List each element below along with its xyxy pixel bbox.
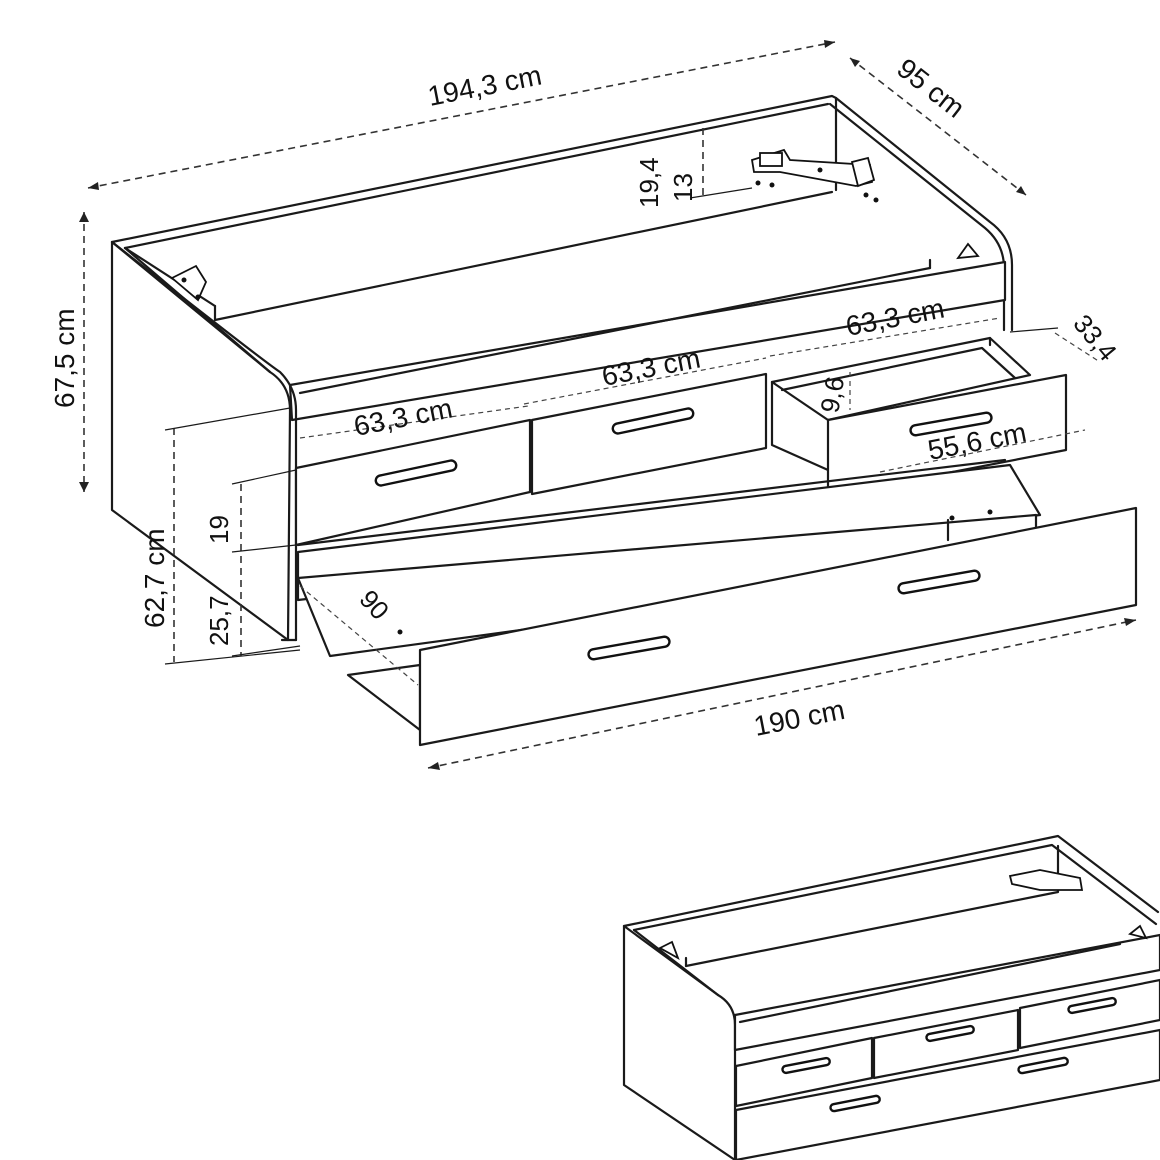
preview-top-rail	[733, 933, 1160, 1052]
front-top-rail	[288, 260, 1007, 422]
dimension-labels: 194,3 cm 95 cm 67,5 cm 62,7 cm 63,3 cm 6…	[49, 52, 1123, 742]
label-front-height: 62,7 cm	[139, 528, 170, 628]
preview-drawer-right	[1018, 978, 1160, 1050]
trundle-front-panel	[418, 506, 1138, 747]
drawer-middle	[530, 372, 768, 496]
drawer-middle-handle	[611, 407, 695, 435]
preview-drawer-middle	[872, 1008, 1020, 1080]
trundle-base	[346, 663, 422, 732]
drawer-right-front	[826, 373, 1068, 498]
dimension-lines	[79, 40, 1137, 770]
trundle-bed	[296, 506, 1138, 747]
label-drawer-height: 9,6	[814, 374, 850, 415]
preview-drawer-left	[734, 1036, 874, 1108]
drawer-right-box	[770, 336, 1032, 422]
label-drawer-depth: 33,4	[1067, 309, 1123, 367]
drawer-left	[294, 418, 532, 547]
trundle-handle-right	[897, 569, 981, 595]
preview-left-panel	[622, 924, 737, 1160]
label-depth: 95 cm	[891, 52, 970, 123]
label-lower-height: 25,7	[204, 595, 234, 646]
label-bracket-height-inner: 13	[668, 173, 698, 202]
back-panel	[110, 94, 838, 244]
right-side-panel	[834, 96, 1014, 332]
left-side-panel	[110, 240, 292, 642]
label-lower-gap: 19	[204, 515, 234, 544]
left-bracket	[170, 264, 208, 302]
drawer-left-handle	[374, 459, 458, 487]
preview-bed-closed	[622, 834, 1160, 1160]
label-total-height: 67,5 cm	[49, 308, 80, 408]
label-total-length: 194,3 cm	[425, 59, 544, 111]
wall-bracket	[750, 148, 879, 203]
drawer-right-handle	[909, 411, 993, 437]
bed-frame	[110, 94, 1014, 642]
trundle-handle-left	[587, 635, 671, 661]
right-bracket	[956, 242, 980, 260]
label-bracket-height-outer: 19,4	[634, 157, 664, 208]
label-trundle-length: 190 cm	[751, 694, 847, 742]
